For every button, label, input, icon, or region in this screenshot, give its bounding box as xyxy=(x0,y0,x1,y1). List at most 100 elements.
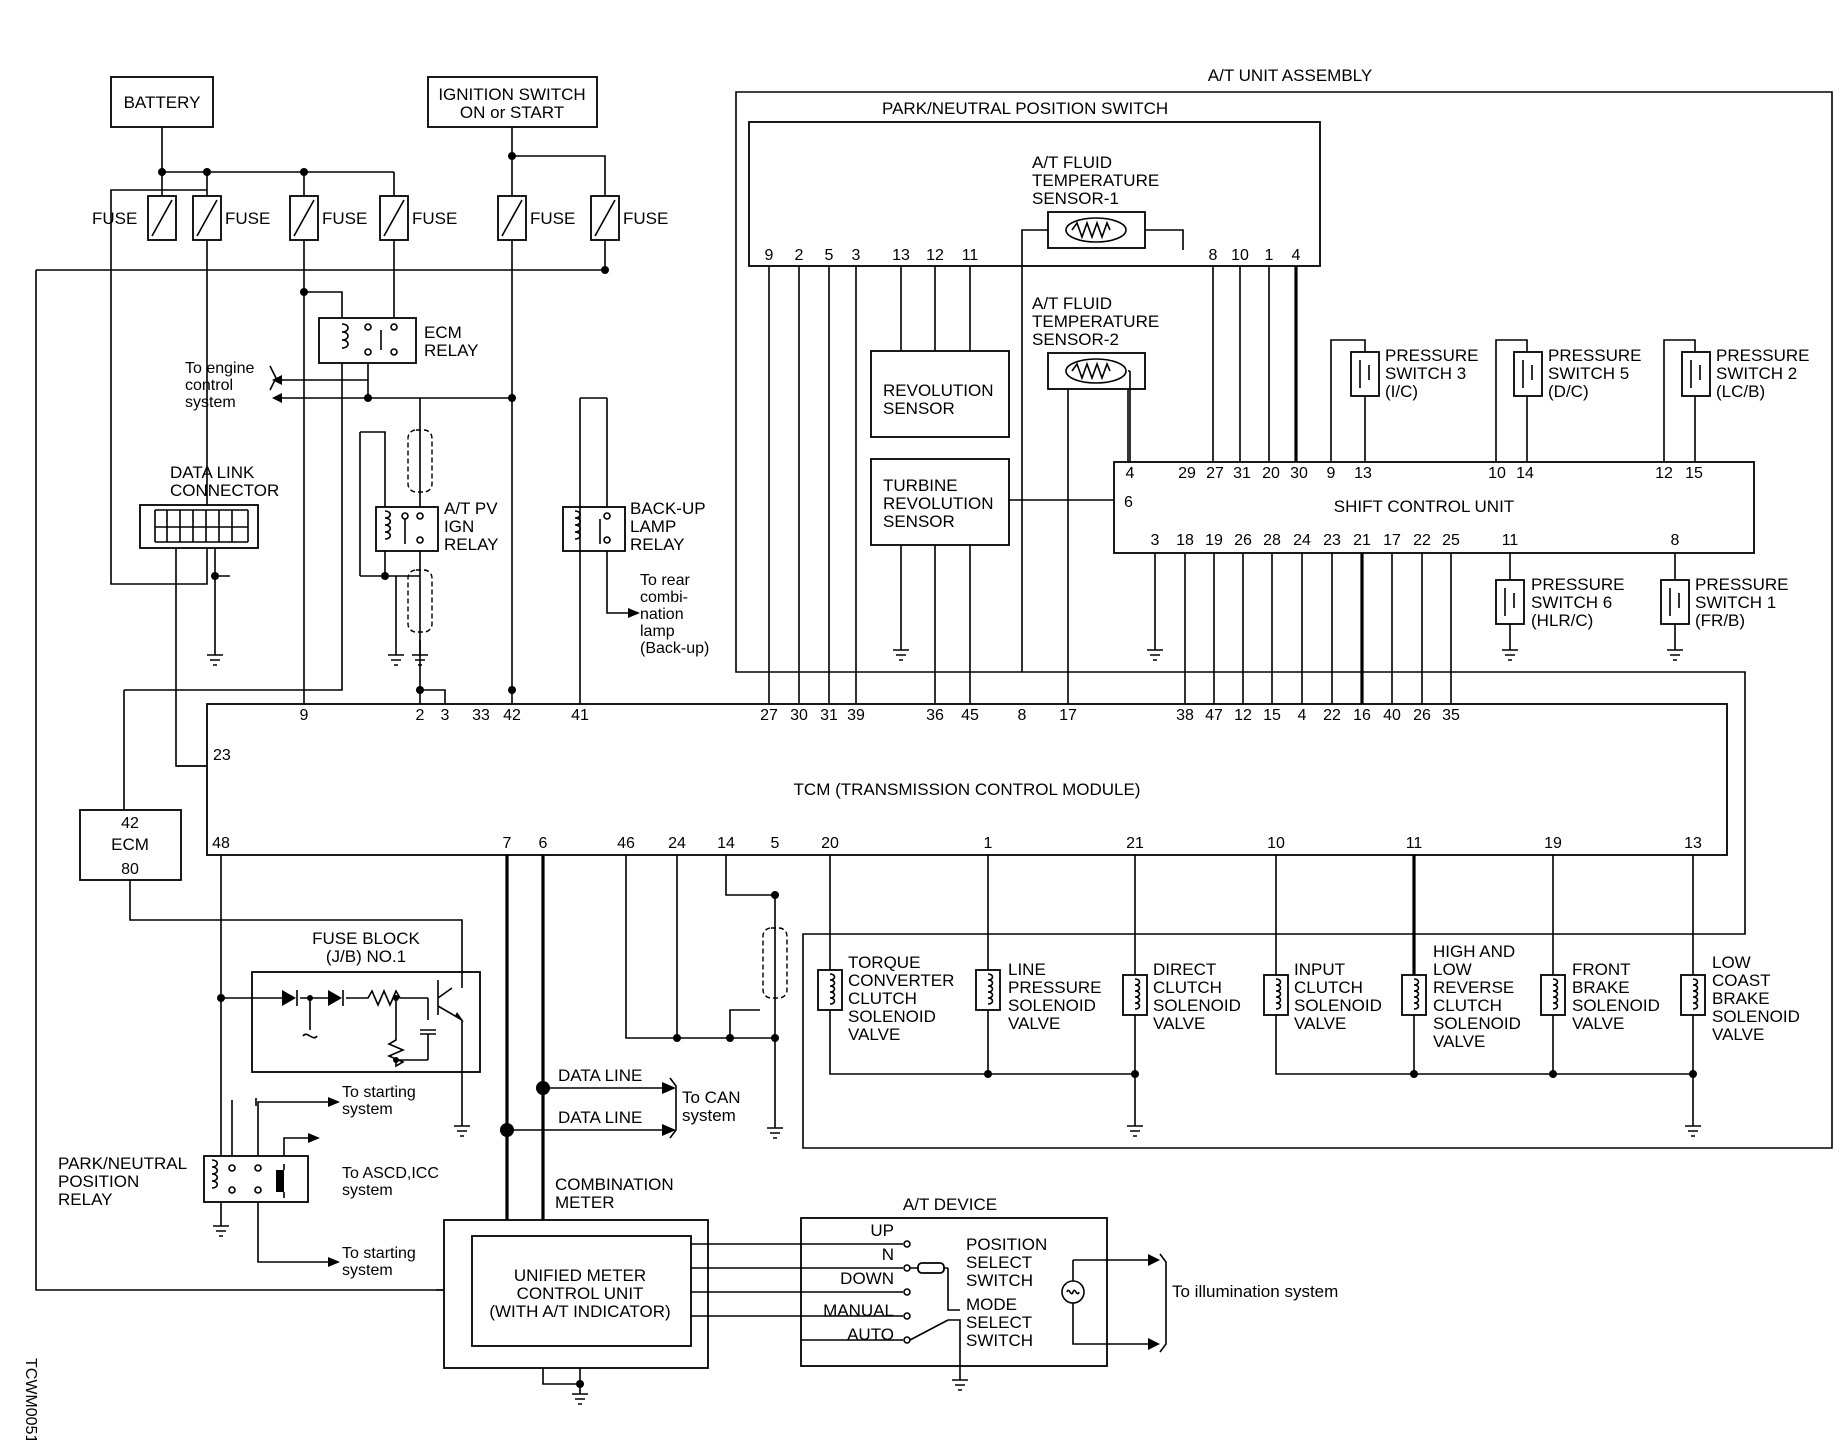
svg-text:22: 22 xyxy=(1323,707,1341,724)
svg-text:12: 12 xyxy=(1655,465,1673,482)
svg-text:5: 5 xyxy=(825,247,834,264)
tcm-left-pin: 23 xyxy=(213,747,231,764)
svg-text:1: 1 xyxy=(1265,247,1274,264)
fuse-block-box xyxy=(251,971,481,1073)
to-engine-label-3: system xyxy=(185,394,236,411)
pnp-relay-label-2: POSITION xyxy=(58,1172,139,1191)
pnp-pins: 9 2 5 3 13 12 11 8 10 1 4 xyxy=(765,247,1301,264)
svg-text:9: 9 xyxy=(765,247,774,264)
fb-label-4: VALVE xyxy=(1572,1014,1624,1033)
svg-text:21: 21 xyxy=(1353,532,1371,549)
svg-text:20: 20 xyxy=(821,835,839,852)
fts2-label-2: TEMPERATURE xyxy=(1032,312,1159,331)
svg-text:24: 24 xyxy=(1293,532,1311,549)
pnp-switch-label: PARK/NEUTRAL POSITION SWITCH xyxy=(882,99,1168,118)
turbine-sensor-label-3: SENSOR xyxy=(883,512,955,531)
to-starting-label-b: To starting xyxy=(342,1245,416,1262)
tcm-top-pins: 9 2 3 33 42 41 27 30 31 39 36 45 8 17 38… xyxy=(300,707,1460,724)
ps2-label-2: SWITCH 2 xyxy=(1716,364,1797,383)
umcu-label-3: (WITH A/T INDICATOR) xyxy=(489,1302,670,1321)
ecm-box xyxy=(79,809,182,881)
scu-label: SHIFT CONTROL UNIT xyxy=(1334,497,1514,516)
svg-text:35: 35 xyxy=(1442,707,1460,724)
svg-text:42: 42 xyxy=(503,707,521,724)
hl-label-4: CLUTCH xyxy=(1433,996,1502,1015)
svg-text:21: 21 xyxy=(1126,835,1144,852)
svg-text:45: 45 xyxy=(961,707,979,724)
solenoid-line-pressure xyxy=(975,855,1001,1074)
tcm-box xyxy=(206,703,1728,856)
dc-label-2: CLUTCH xyxy=(1153,978,1222,997)
lp-label-4: VALVE xyxy=(1008,1014,1060,1033)
hl-label: HIGH AND xyxy=(1433,942,1515,961)
lc-label-5: VALVE xyxy=(1712,1025,1764,1044)
backup-lamp-relay-box[interactable] xyxy=(562,506,626,552)
fuse-block-label-2: (J/B) NO.1 xyxy=(326,947,406,966)
ignition-switch-label-2: ON or START xyxy=(460,103,564,122)
fb-label-2: BRAKE xyxy=(1572,978,1630,997)
fuse-label-6: FUSE xyxy=(623,209,668,228)
data-line-label-2: DATA LINE xyxy=(558,1108,642,1127)
combo-meter-label-2: METER xyxy=(555,1193,615,1212)
svg-text:12: 12 xyxy=(926,247,944,264)
pnp-switch-box xyxy=(748,121,1321,267)
to-starting-label-2: system xyxy=(342,1101,393,1118)
ps1-label-2: SWITCH 1 xyxy=(1695,593,1776,612)
lc-label-3: BRAKE xyxy=(1712,989,1770,1008)
ps2-label-3: (LC/B) xyxy=(1716,382,1765,401)
at-manual-label: MANUAL xyxy=(823,1301,894,1320)
atpv-relay-label-3: RELAY xyxy=(444,535,499,554)
ic-label: INPUT xyxy=(1294,960,1345,979)
ps6-label-3: (HLR/C) xyxy=(1531,611,1593,630)
svg-text:10: 10 xyxy=(1231,247,1249,264)
dlc-label: DATA LINK xyxy=(170,463,255,482)
ps1-label-3: (FR/B) xyxy=(1695,611,1745,630)
fts1-label-3: SENSOR-1 xyxy=(1032,189,1119,208)
svg-text:22: 22 xyxy=(1413,532,1431,549)
pnp-relay-label: PARK/NEUTRAL xyxy=(58,1154,187,1173)
svg-text:25: 25 xyxy=(1442,532,1460,549)
lc-label: LOW xyxy=(1712,953,1751,972)
solenoid-low-coast-brake xyxy=(1680,855,1706,1126)
umcu-label-2: CONTROL UNIT xyxy=(517,1284,644,1303)
lp-label: LINE xyxy=(1008,960,1046,979)
svg-text:41: 41 xyxy=(571,707,589,724)
at-down-label: DOWN xyxy=(840,1269,894,1288)
lp-label-2: PRESSURE xyxy=(1008,978,1102,997)
svg-text:13: 13 xyxy=(892,247,910,264)
rear-lamp-label: To rear xyxy=(640,572,690,589)
ps5-label-2: SWITCH 5 xyxy=(1548,364,1629,383)
svg-text:48: 48 xyxy=(212,835,230,852)
svg-text:4: 4 xyxy=(1126,465,1135,482)
svg-text:13: 13 xyxy=(1684,835,1702,852)
svg-text:31: 31 xyxy=(820,707,838,724)
ps1-label: PRESSURE xyxy=(1695,575,1789,594)
svg-text:30: 30 xyxy=(1290,465,1308,482)
svg-text:7: 7 xyxy=(503,835,512,852)
umcu-label: UNIFIED METER xyxy=(514,1266,646,1285)
pnp-relay-box[interactable] xyxy=(203,1155,309,1203)
ic-label-4: VALVE xyxy=(1294,1014,1346,1033)
to-engine-label: To engine xyxy=(185,360,254,377)
fb-label-3: SOLENOID xyxy=(1572,996,1660,1015)
svg-text:28: 28 xyxy=(1263,532,1281,549)
svg-text:10: 10 xyxy=(1267,835,1285,852)
turbine-sensor-label: TURBINE xyxy=(883,476,958,495)
svg-text:3: 3 xyxy=(441,707,450,724)
svg-text:4: 4 xyxy=(1298,707,1307,724)
svg-text:8: 8 xyxy=(1018,707,1027,724)
atpv-relay-label-2: IGN xyxy=(444,517,474,536)
svg-text:19: 19 xyxy=(1544,835,1562,852)
svg-text:47: 47 xyxy=(1205,707,1223,724)
solenoid-direct-clutch xyxy=(1122,855,1148,1126)
svg-text:17: 17 xyxy=(1383,532,1401,549)
tcc-label: TORQUE xyxy=(848,953,920,972)
ignition-switch-label: IGNITION SWITCH xyxy=(438,85,585,104)
mss-label-3: SWITCH xyxy=(966,1331,1033,1350)
tcc-label-2: CONVERTER xyxy=(848,971,954,990)
tcm-label: TCM (TRANSMISSION CONTROL MODULE) xyxy=(794,780,1141,799)
svg-text:38: 38 xyxy=(1176,707,1194,724)
at-n-label: N xyxy=(882,1245,894,1264)
fts1-label: A/T FLUID xyxy=(1032,153,1112,172)
